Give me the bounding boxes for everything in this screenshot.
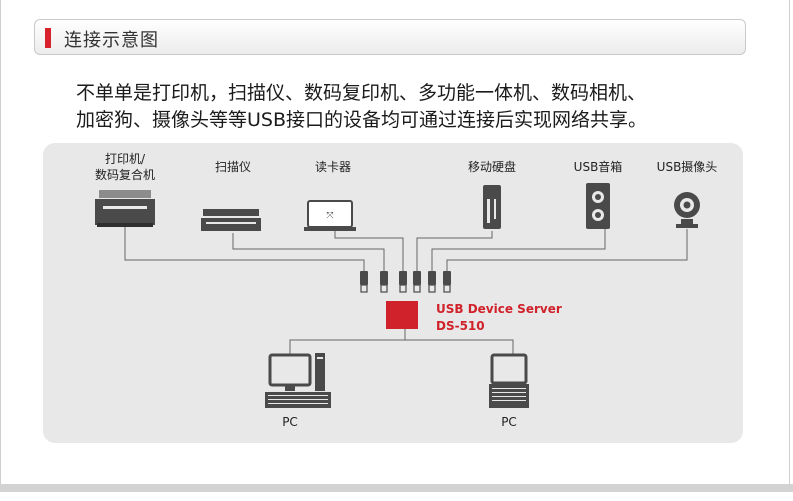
usb-connectors	[360, 271, 451, 293]
scanner-icon	[201, 209, 261, 231]
section-title: 连接示意图	[64, 30, 159, 51]
frame-border-left	[0, 0, 1, 492]
printer-icon	[95, 190, 155, 227]
usb-plug-2	[380, 271, 388, 285]
title-accent-bar	[45, 28, 51, 48]
usb-plug-3	[399, 271, 407, 285]
server-name: USB Device Server	[436, 302, 562, 316]
client-label-desktop: PC	[282, 415, 298, 429]
client-label-laptop: PC	[501, 415, 517, 429]
device-cables	[124, 227, 688, 355]
device-label-webcam: USB摄像头	[656, 160, 718, 174]
webcam-icon	[674, 192, 700, 228]
intro-line-2: 加密狗、摄像头等等USB接口的设备均可通过连接后实现网络共享。	[76, 109, 648, 131]
usb-plug-4	[413, 271, 421, 285]
device-label-hard-drive: 移动硬盘	[467, 160, 516, 174]
cable-card-reader	[334, 231, 404, 271]
frame-border-right	[789, 0, 790, 492]
speaker-icon	[586, 183, 610, 229]
intro-text: 不单单是打印机，扫描仪、数码复印机、多功能一体机、数码相机、 加密狗、摄像头等等…	[76, 80, 766, 134]
device-label-speaker: USB音箱	[573, 160, 623, 174]
diagram-svg: ⤧	[95, 183, 700, 408]
usb-device-server-box	[386, 301, 418, 329]
usb-plug-6	[443, 271, 451, 285]
usb-plug-5	[428, 271, 436, 285]
desktop-pc-icon	[265, 353, 331, 408]
server-model: DS-510	[436, 319, 485, 333]
cable-speaker	[431, 229, 606, 271]
cable-scanner	[232, 233, 385, 271]
usb-plug-1	[360, 271, 368, 285]
section-title-bar: 连接示意图	[34, 19, 746, 55]
cable-printer	[124, 227, 365, 271]
connection-diagram: ⤧	[43, 143, 743, 443]
device-label-card-reader: 读卡器	[314, 160, 351, 174]
hard-drive-icon	[483, 185, 501, 229]
device-label-scanner: 扫描仪	[214, 160, 251, 174]
svg-text:⤧: ⤧	[326, 210, 333, 221]
intro-line-1: 不单单是打印机，扫描仪、数码复印机、多功能一体机、数码相机、	[76, 82, 647, 104]
server-label: USB Device Server DS-510	[436, 301, 562, 335]
laptop-pc-icon	[489, 353, 529, 408]
frame-border-bottom	[0, 484, 793, 492]
cable-hard-drive	[416, 231, 493, 271]
cable-webcam	[446, 229, 688, 271]
card-reader-icon: ⤧	[304, 200, 356, 231]
device-label-printer: 打印机/ 数码复合机	[94, 152, 155, 182]
cable-clients	[289, 339, 514, 355]
